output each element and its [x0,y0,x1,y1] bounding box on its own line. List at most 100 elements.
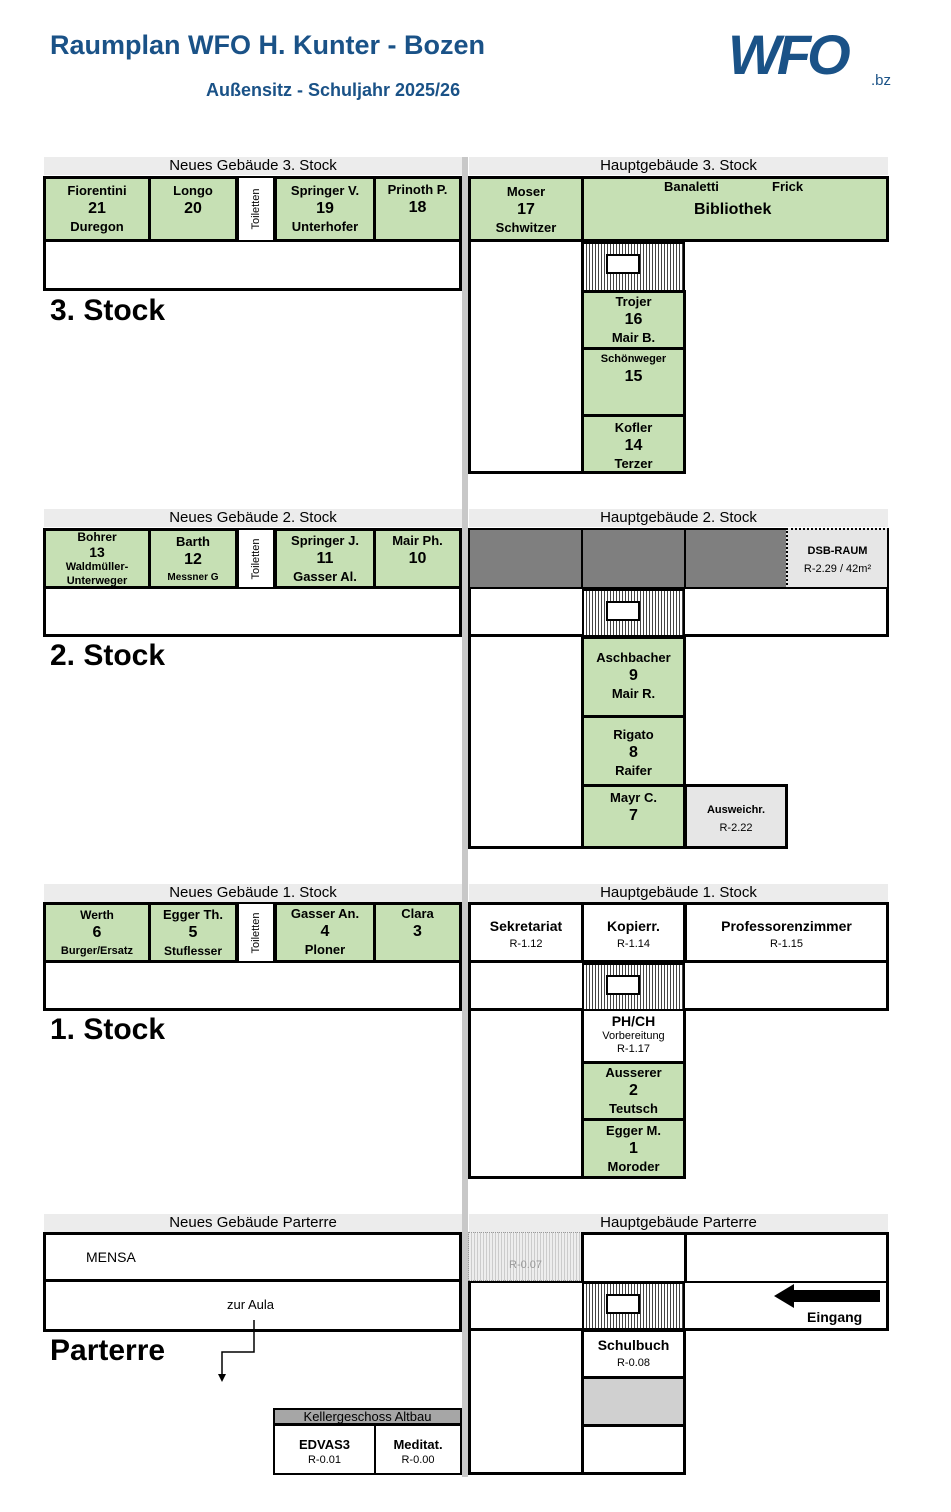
room-teacher-2: Moroder [607,1159,660,1174]
toilets-2: Toiletten [237,528,275,589]
room-teacher-2: Ploner [304,942,346,957]
new-building-p [43,1232,462,1332]
room-number: 16 [624,311,643,328]
room-5[interactable]: Egger Th. 5 Stuflesser [148,902,238,963]
closed-room-b [581,528,686,589]
header-new-3: Neues Gebäude 3. Stock [44,157,462,175]
library-teacher-1: Banaletti [664,179,719,194]
room-r007[interactable]: R-0.07 [468,1232,584,1281]
closed-room-a [468,528,584,589]
header-new-2: Neues Gebäude 2. Stock [44,509,462,527]
room-10[interactable]: Mair Ph. 10 [373,528,462,589]
professorenzimmer[interactable]: Professorenzimmer R-1.15 [684,902,889,963]
page-subtitle: Außensitz - Schuljahr 2025/26 [206,80,461,100]
entrance-label: Eingang [807,1309,863,1325]
room-8[interactable]: Rigato 8 Raifer [581,715,686,787]
header-main-2: Hauptgebäude 2. Stock [469,509,888,527]
room-code: R-0.07 [509,1259,543,1271]
room-9[interactable]: Aschbacher 9 Mair R. [581,636,686,718]
room-code: R-1.12 [509,938,543,950]
room-teacher-2: Gasser Al. [293,569,357,584]
room-11[interactable]: Springer J. 11 Gasser Al. [274,528,376,589]
room-teacher-2: Raifer [615,763,652,778]
room-teacher: Aschbacher [596,650,671,665]
room-teacher: Barth [176,534,210,549]
room-teacher: Egger Th. [163,907,223,922]
room-teacher-2: Waldmüller- [65,561,129,573]
room-name: DSB-RAUM [807,545,868,557]
room-teacher-2: Burger/Ersatz [60,945,134,957]
library[interactable]: Banaletti Frick Bibliothek [581,176,889,242]
room-name: EDVAS3 [298,1437,351,1452]
wfo-logo: WFO .bz [728,22,898,102]
ausweich-room[interactable]: Ausweichr. R-2.22 [684,784,788,849]
room-7[interactable]: Mayr C. 7 [581,784,686,849]
room-16[interactable]: Trojer 16 Mair B. [581,290,686,350]
room-teacher: Clara [401,906,434,921]
room-teacher: Rigato [613,727,654,742]
kopierraum[interactable]: Kopierr. R-1.14 [581,902,686,963]
room-number: 15 [624,368,643,385]
toilets-1: Toiletten [237,902,275,963]
room-1[interactable]: Egger M. 1 Moroder [581,1118,686,1179]
corridor-3 [468,242,584,474]
room-number: 17 [517,201,535,218]
room-19[interactable]: Springer V. 19 Unterhofer [274,176,376,242]
room-number: 14 [624,437,643,454]
page-title: Raumplan WFO H. Kunter - Bozen [50,30,485,60]
room-teacher: Bohrer [77,530,117,544]
edvas3-room[interactable]: EDVAS3 R-0.01 [273,1424,376,1475]
room-15[interactable]: Schönweger 15 [581,347,686,417]
room-teacher: Longo [173,183,213,198]
room-code: R-0.01 [307,1454,342,1466]
sekretariat[interactable]: Sekretariat R-1.12 [468,902,584,963]
room-3[interactable]: Clara 3 [373,902,462,963]
main-wall-3 [468,176,471,474]
room-14[interactable]: Kofler 14 Terzer [581,414,686,474]
room-number: 2 [629,1082,638,1099]
phch-room[interactable]: PH/CH Vorbereitung R-1.17 [581,1010,686,1064]
room-21[interactable]: Fiorentini 21 Duregon [43,176,151,242]
room-20[interactable]: Longo 20 [148,176,238,242]
room-13[interactable]: Bohrer 13 Waldmüller- Unterweger [43,528,151,589]
room-teacher-2: Mair R. [611,686,656,701]
room-teacher: Prinoth P. [387,182,448,197]
room-name: Meditat. [393,1437,443,1452]
room-6[interactable]: Werth 6 Burger/Ersatz [43,902,151,963]
floor-label-p: Parterre [50,1334,166,1367]
header-main-1: Hauptgebäude 1. Stock [469,884,888,902]
logo-text: WFO [728,23,851,86]
room-4[interactable]: Gasser An. 4 Ploner [274,902,376,963]
room-12[interactable]: Barth 12 Messner G [148,528,238,589]
room-teacher: Gasser An. [290,906,360,921]
room-18[interactable]: Prinoth P. 18 [373,176,462,242]
room-subtitle: Vorbereitung [602,1030,665,1042]
room-number: 1 [629,1140,638,1157]
room-teacher: Mair Ph. [392,533,443,548]
room-code: R-2.29 / 42m² [803,563,872,575]
room-teacher: Ausserer [605,1065,662,1080]
dsb-room[interactable]: DSB-RAUM R-2.29 / 42m² [786,528,889,589]
corridor-2 [468,637,584,849]
toilets-3: Toiletten [237,176,275,242]
schulbuch-room[interactable]: Schulbuch R-0.08 [581,1329,686,1379]
room-2[interactable]: Ausserer 2 Teutsch [581,1061,686,1121]
empty-room [581,1424,686,1475]
entrance-arrow-icon [774,1284,880,1308]
room-17[interactable]: Moser 17 Schwitzer [468,176,584,242]
floor-label-3: 3. Stock [50,294,166,327]
mensa-wall [43,1279,462,1282]
meditat-room[interactable]: Meditat. R-0.00 [374,1424,462,1475]
room-code: R-1.14 [616,938,651,950]
room-number: 5 [188,924,198,941]
room-number: 21 [88,200,106,217]
room-teacher: Moser [506,184,546,199]
room-teacher: Werth [80,908,114,922]
room-teacher-2: Unterhofer [291,219,359,234]
room-teacher: Egger M. [606,1123,661,1138]
room-teacher: Springer J. [291,533,359,548]
corridor-1 [468,1011,584,1179]
room-name: PH/CH [611,1013,656,1029]
room-teacher: Schönweger [600,353,667,365]
room-number: 6 [92,924,102,941]
